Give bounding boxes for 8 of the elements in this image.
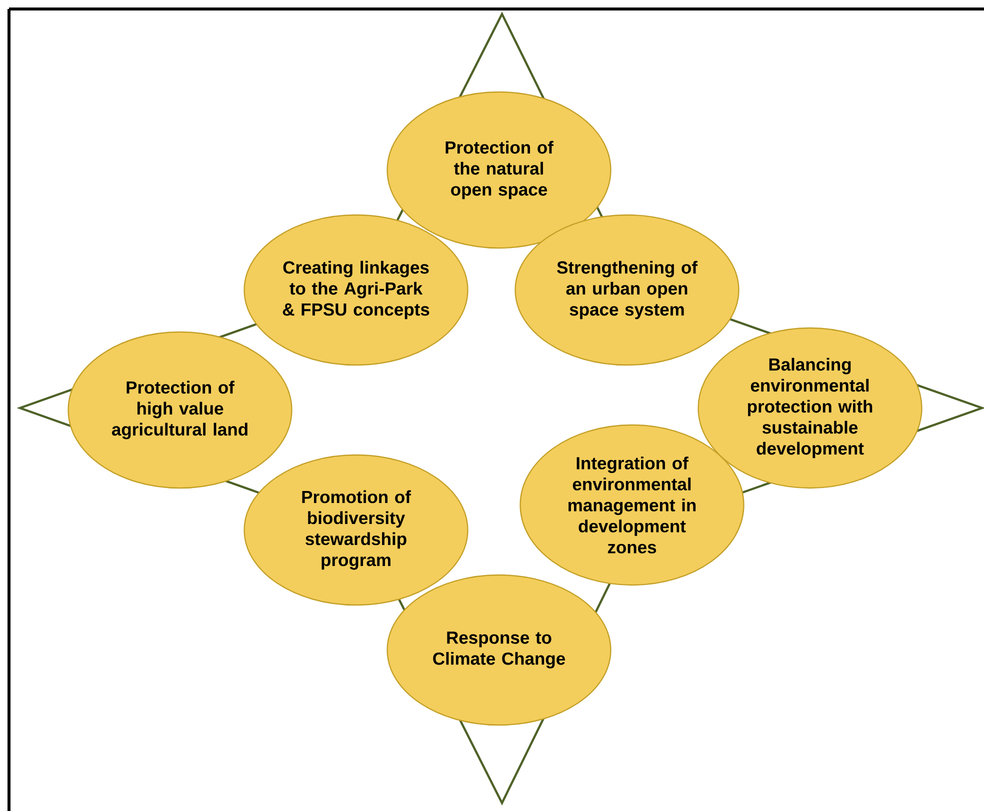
ellipse-node: Response to Climate Change: [386, 574, 612, 726]
ellipse-node: Strengthening of an urban open space system: [514, 214, 740, 366]
ellipse-node: Protection of the natural open space: [386, 91, 612, 249]
ellipse-node: Protection of high value agricultural land: [68, 331, 292, 489]
ellipse-node: Balancing environmental protection with sustainable development: [698, 327, 922, 489]
ellipse-node: Promotion of biodiversity stewardship program: [244, 454, 468, 606]
ellipse-node: Integration of environmental management in development zones: [520, 424, 744, 586]
ellipse-node: Creating linkages to the Agri-Park & FPSU concepts: [244, 214, 468, 366]
